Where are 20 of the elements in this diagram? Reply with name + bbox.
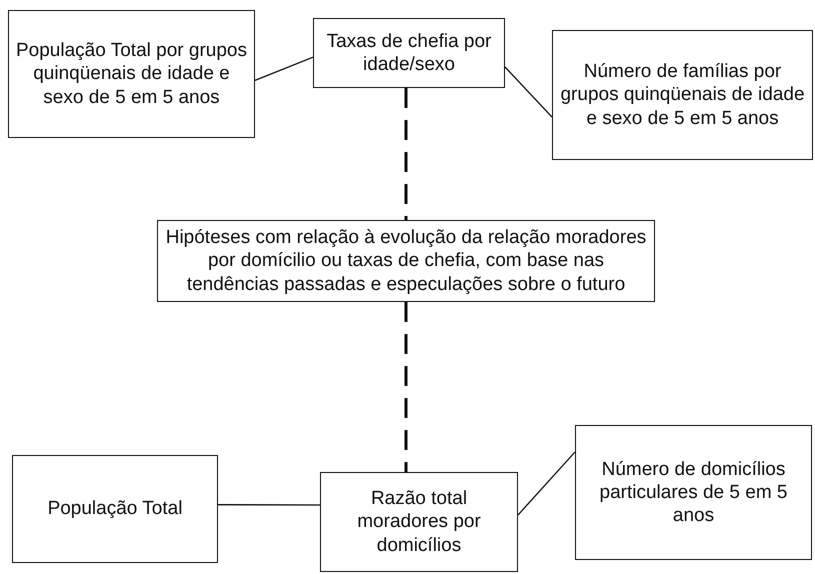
connector-line [218,504,320,506]
connector-line [254,56,314,81]
box-text: Número de domicílios particulares de 5 em 5 anos [598,458,788,528]
box-text: População Total por grupos quinqüenais de idade e sexo de 5 em 5 anos [15,39,248,109]
connector-line [518,452,576,516]
dashed-line [404,88,408,220]
text-box [8,10,255,138]
box-text: Taxas de chefia por idade/sexo [326,30,492,76]
text-box [157,220,655,302]
text-box [12,455,218,563]
text-box [320,472,518,572]
box-text: Hipóteses com relação à evolução da relação moradores por domícilio ou taxas de chefia, com base nas tendências passadas e especulações sobre o futuro [164,226,648,296]
text-box [552,30,813,160]
text-box [575,425,812,560]
box-text: População Total [48,497,182,521]
text-box [313,18,505,88]
box-text: Número de famílias por grupos quinqüenais de idade e sexo de 5 em 5 anos [559,60,806,130]
connector-line [504,66,552,118]
box-text: Razão total moradores por domicílios [356,487,482,557]
dashed-line [404,302,408,472]
